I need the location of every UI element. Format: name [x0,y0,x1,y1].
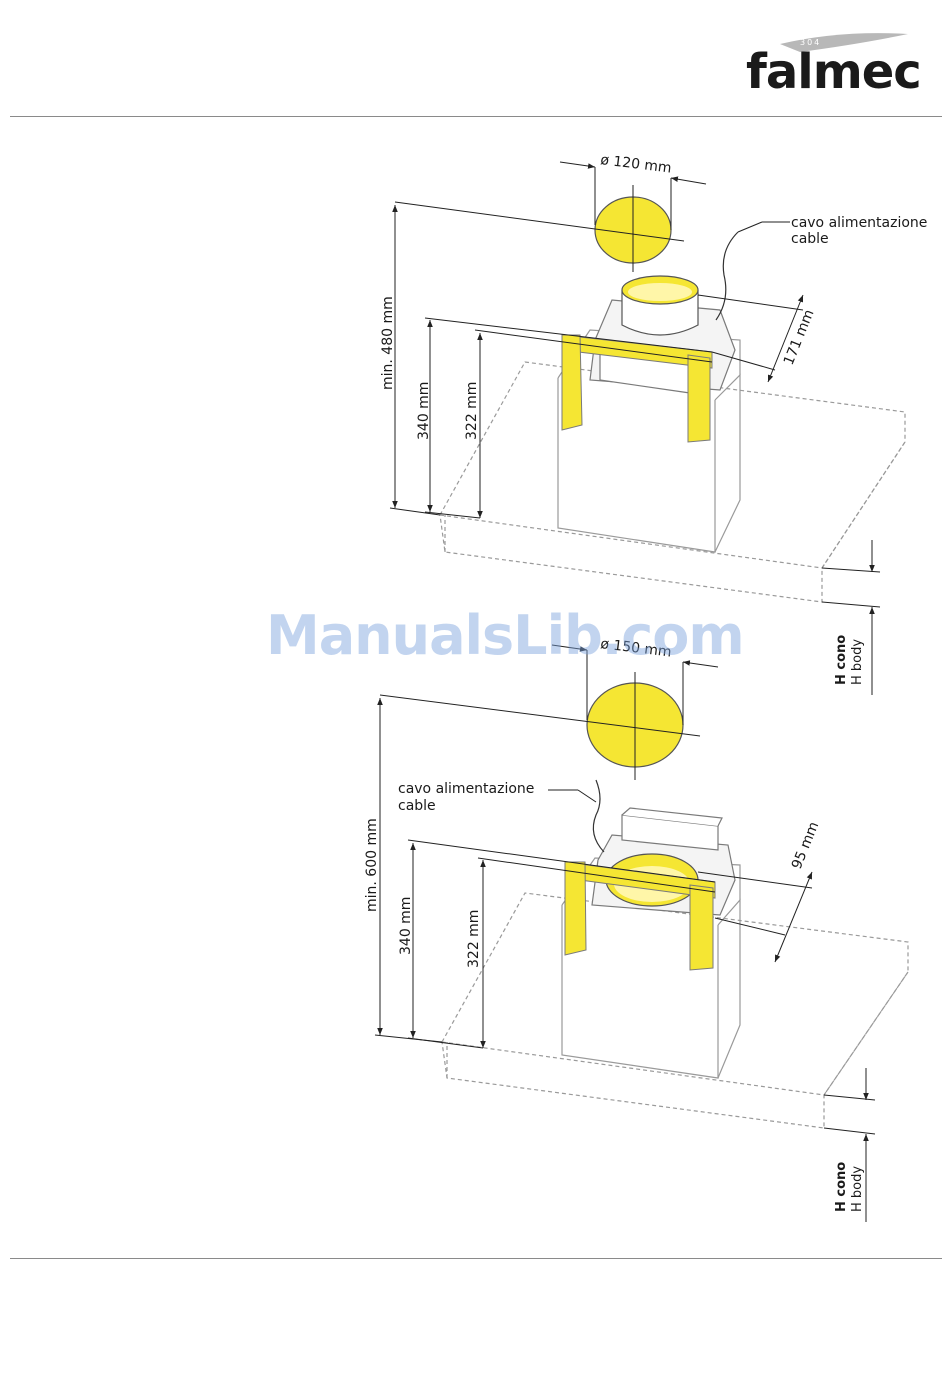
duct-diameter-label-top: ø 120 mm [600,152,673,177]
h-cono-label-bottom: H cono [834,1162,849,1212]
hood-canopy-bottom [442,893,908,1128]
cable-label-it-top: cavo alimentazione [791,215,927,231]
duct-cap-top [395,185,684,272]
h-body-label-top: H body [850,639,865,685]
cable-label-it-bottom: cavo alimentazione [398,781,534,797]
cable-label-en-top: cable [791,231,829,247]
h-cono-label-top: H cono [834,635,849,685]
duct-cap-bottom [380,672,700,780]
bracket-height-label-top: 340 mm [416,382,432,440]
depth-label-bottom: 95 mm [789,820,822,872]
duct-collar-top [622,276,698,335]
mounting-bracket-top [562,335,712,442]
cable-leader-top [738,222,762,232]
hood-canopy-top [440,362,905,602]
power-cable-bottom [593,780,604,852]
bracket-height-label-bottom: 340 mm [398,897,414,955]
h-body-label-bottom: H body [850,1166,865,1212]
cable-label-en-bottom: cable [398,798,436,814]
diagram-bottom: ø 150 mm cavo alimentazione cable min. 6… [364,636,908,1222]
min-height-label-bottom: min. 600 mm [364,818,380,912]
min-height-label-top: min. 480 mm [380,296,396,390]
inner-height-label-bottom: 322 mm [466,910,482,968]
inner-height-label-top: 322 mm [464,382,480,440]
power-cable-top [716,232,738,320]
watermark: ManualsLib.com [266,604,744,667]
